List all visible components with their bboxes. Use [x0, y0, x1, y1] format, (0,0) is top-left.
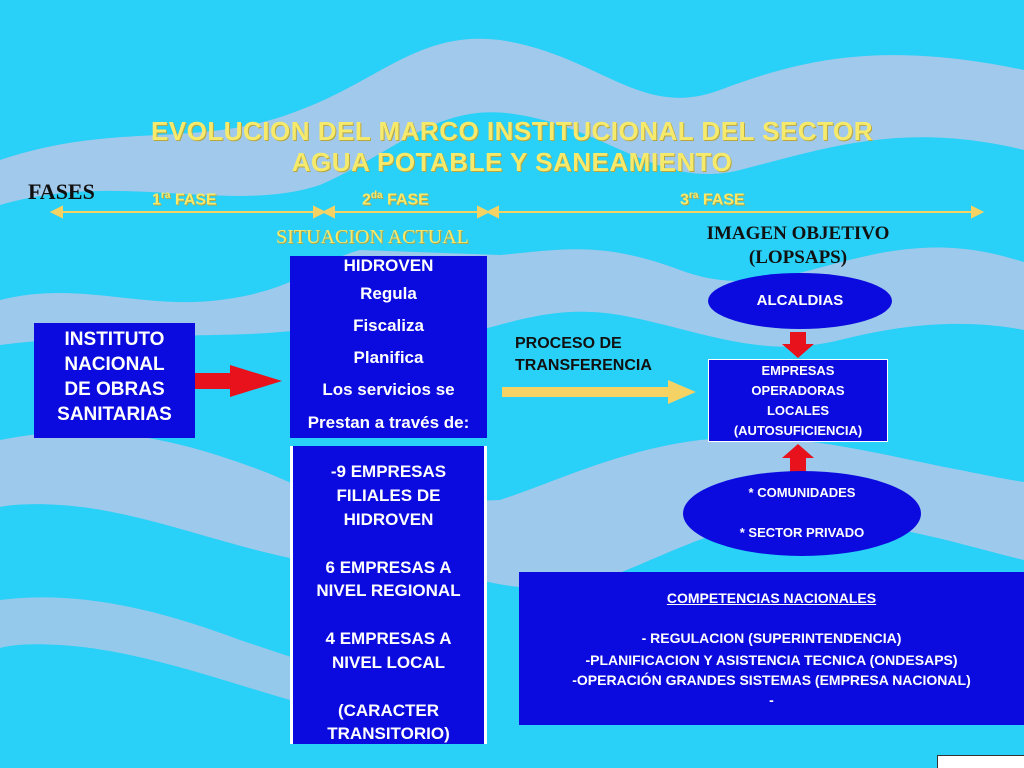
proceso-transferencia-label: PROCESO DE TRANSFERENCIA	[515, 335, 652, 374]
competencias-nacionales-box: COMPETENCIAS NACIONALES - REGULACION (SU…	[519, 572, 1024, 725]
phase-3-label: 3ra FASE	[680, 190, 745, 209]
empresas-operadoras-box: EMPRESAS OPERADORAS LOCALES (AUTOSUFICIE…	[708, 359, 888, 442]
red-arrow-up	[782, 444, 814, 472]
yellow-arrow-transferencia	[502, 380, 696, 404]
fases-label: FASES	[28, 179, 95, 204]
situacion-actual-label: SITUACION ACTUAL	[276, 226, 469, 248]
page-title-line1: EVOLUCION DEL MARCO INSTITUCIONAL DEL SE…	[150, 116, 874, 146]
page-title: EVOLUCION DEL MARCO INSTITUCIONAL DEL SE…	[40, 116, 984, 178]
red-arrow-down	[782, 332, 814, 358]
red-arrow-inos-to-hidroven	[180, 365, 282, 397]
wave-band-top	[0, 38, 1024, 206]
competencias-header: COMPETENCIAS NACIONALES	[666, 590, 877, 606]
corner-tab	[937, 755, 1024, 768]
page-title-line2: AGUA POTABLE Y SANEAMIENTO	[291, 147, 733, 177]
inos-box: INSTITUTO NACIONAL DE OBRAS SANITARIAS	[34, 323, 195, 438]
hidroven-empresas-box: -9 EMPRESAS FILIALES DE HIDROVEN 6 EMPRE…	[290, 446, 487, 744]
hidroven-box: HIDROVEN Regula Fiscaliza Planifica Los …	[290, 256, 487, 438]
alcaldias-node: ALCALDIAS	[708, 273, 892, 329]
phase-timeline	[49, 205, 985, 219]
phase-1-label: 1ra FASE	[152, 190, 217, 209]
comunidades-node: * COMUNIDADES * SECTOR PRIVADO	[683, 471, 921, 556]
wave-band-lower	[0, 431, 1024, 589]
imagen-objetivo-label: IMAGEN OBJETIVO (LOPSAPS)	[706, 223, 890, 268]
phase-2-label: 2da FASE	[362, 190, 429, 209]
wave-band-bottom	[0, 597, 300, 700]
